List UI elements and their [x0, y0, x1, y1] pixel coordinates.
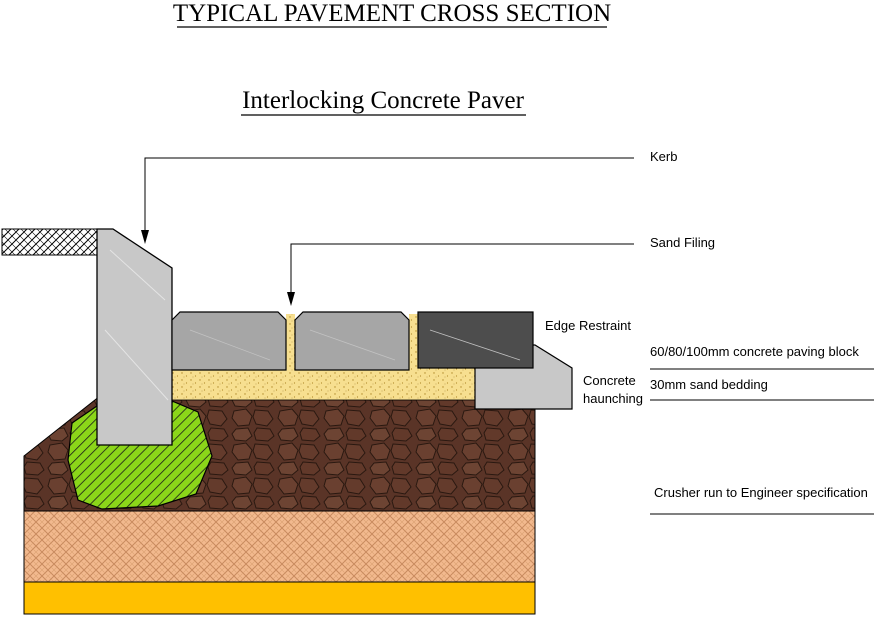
sand-filing-leader-line	[290, 243, 634, 304]
kerb-leader-arrow	[141, 230, 149, 244]
subbase-layer	[23, 510, 536, 583]
sub-title: Interlocking Concrete Paver	[242, 87, 525, 114]
sand-bedding-layer	[171, 367, 476, 401]
natural-ground-hatch	[1, 228, 99, 256]
edge-restraint-label: Edge Restraint	[545, 318, 631, 333]
sand-filing-label: Sand Filing	[650, 235, 715, 250]
kerb	[96, 228, 173, 446]
edge-restraint-block	[417, 311, 534, 369]
concrete-haunching-label-line1: Concrete	[583, 373, 636, 388]
sand-bedding-label: 30mm sand bedding	[650, 377, 768, 392]
paving-block-label: 60/80/100mm concrete paving block	[650, 344, 859, 359]
paving-block-2	[294, 311, 410, 371]
paver-sheen	[189, 329, 521, 361]
kerb-sheen	[104, 249, 169, 401]
kerb-leader-line	[144, 157, 634, 242]
sand-filing-leader-arrow	[287, 292, 295, 306]
sand-filling-joint-1	[286, 314, 295, 370]
concrete-haunching-label-line2: haunching	[583, 391, 643, 406]
main-title: TYPICAL PAVEMENT CROSS SECTION	[173, 0, 611, 27]
subgrade-layer	[23, 581, 536, 615]
kerb-label: Kerb	[650, 149, 677, 164]
paving-block-1	[171, 311, 287, 371]
crusher-run-label: Crusher run to Engineer specification	[654, 485, 868, 500]
sand-filling-joint-2	[409, 314, 418, 370]
